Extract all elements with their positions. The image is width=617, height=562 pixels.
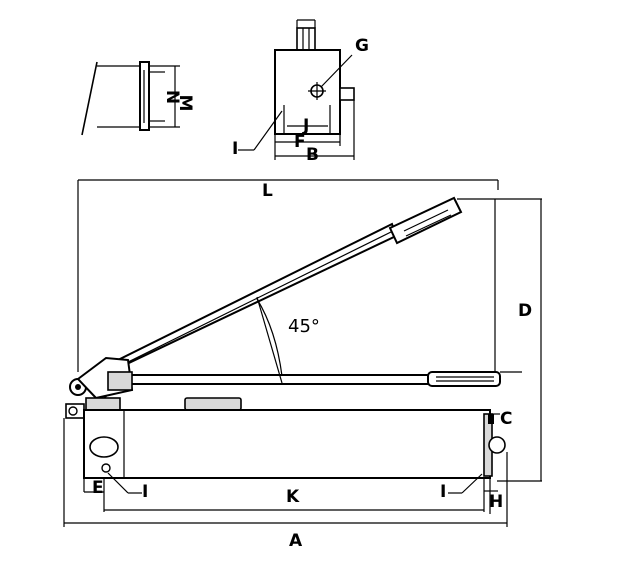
- end-view-side-port: [339, 87, 355, 101]
- release-valve-knob: [488, 436, 506, 454]
- pivot-pin-center: [75, 384, 81, 390]
- label-i-bottom-right: I: [440, 482, 446, 502]
- label-d: D: [518, 301, 532, 321]
- angle-label: 45°: [288, 316, 320, 337]
- label-g: G: [355, 36, 369, 56]
- label-f: F: [294, 132, 306, 152]
- label-e: E: [92, 478, 104, 498]
- label-i-top: I: [232, 139, 238, 159]
- handle-socket-collar: [107, 371, 133, 391]
- label-j: J: [302, 116, 309, 136]
- angle-ref-line: [256, 296, 283, 384]
- label-a: A: [289, 531, 303, 551]
- end-view-block: [274, 49, 341, 135]
- pump-block-port: [89, 436, 119, 458]
- leader-i-left: [107, 472, 129, 494]
- reservoir-body: [83, 409, 491, 479]
- leader-g: [320, 54, 353, 88]
- label-i-bottom-left: I: [142, 482, 148, 502]
- end-view-knob: [296, 27, 316, 51]
- raised-handle-center: [117, 230, 394, 368]
- label-c: C: [500, 409, 512, 429]
- label-b: B: [306, 145, 319, 165]
- mounting-hole: [101, 463, 111, 473]
- raised-handle-grip-rib-2: [405, 214, 452, 237]
- outlet-fitting: [488, 414, 494, 424]
- detail-mounting-outline: [81, 61, 98, 136]
- main-side-view: L 45° D: [63, 179, 542, 551]
- angle-arc: [256, 298, 283, 377]
- leader-i-right: [461, 473, 483, 494]
- label-m: M: [175, 95, 195, 112]
- label-n: N: [162, 90, 182, 104]
- leader-i-top: [253, 110, 283, 151]
- raised-handle-grip-rib-1: [403, 209, 449, 232]
- label-k: K: [286, 487, 300, 507]
- detail-mounting-view: N M: [81, 61, 195, 136]
- lowered-handle-bar: [127, 374, 431, 385]
- filler-cap: [184, 397, 242, 411]
- label-h: H: [489, 492, 503, 512]
- label-l: L: [262, 181, 273, 201]
- lowered-handle-grip: [427, 371, 501, 387]
- detail-end-view: G J F B I: [232, 19, 369, 165]
- linkage-pin: [68, 406, 78, 416]
- pump-head-top: [85, 397, 121, 411]
